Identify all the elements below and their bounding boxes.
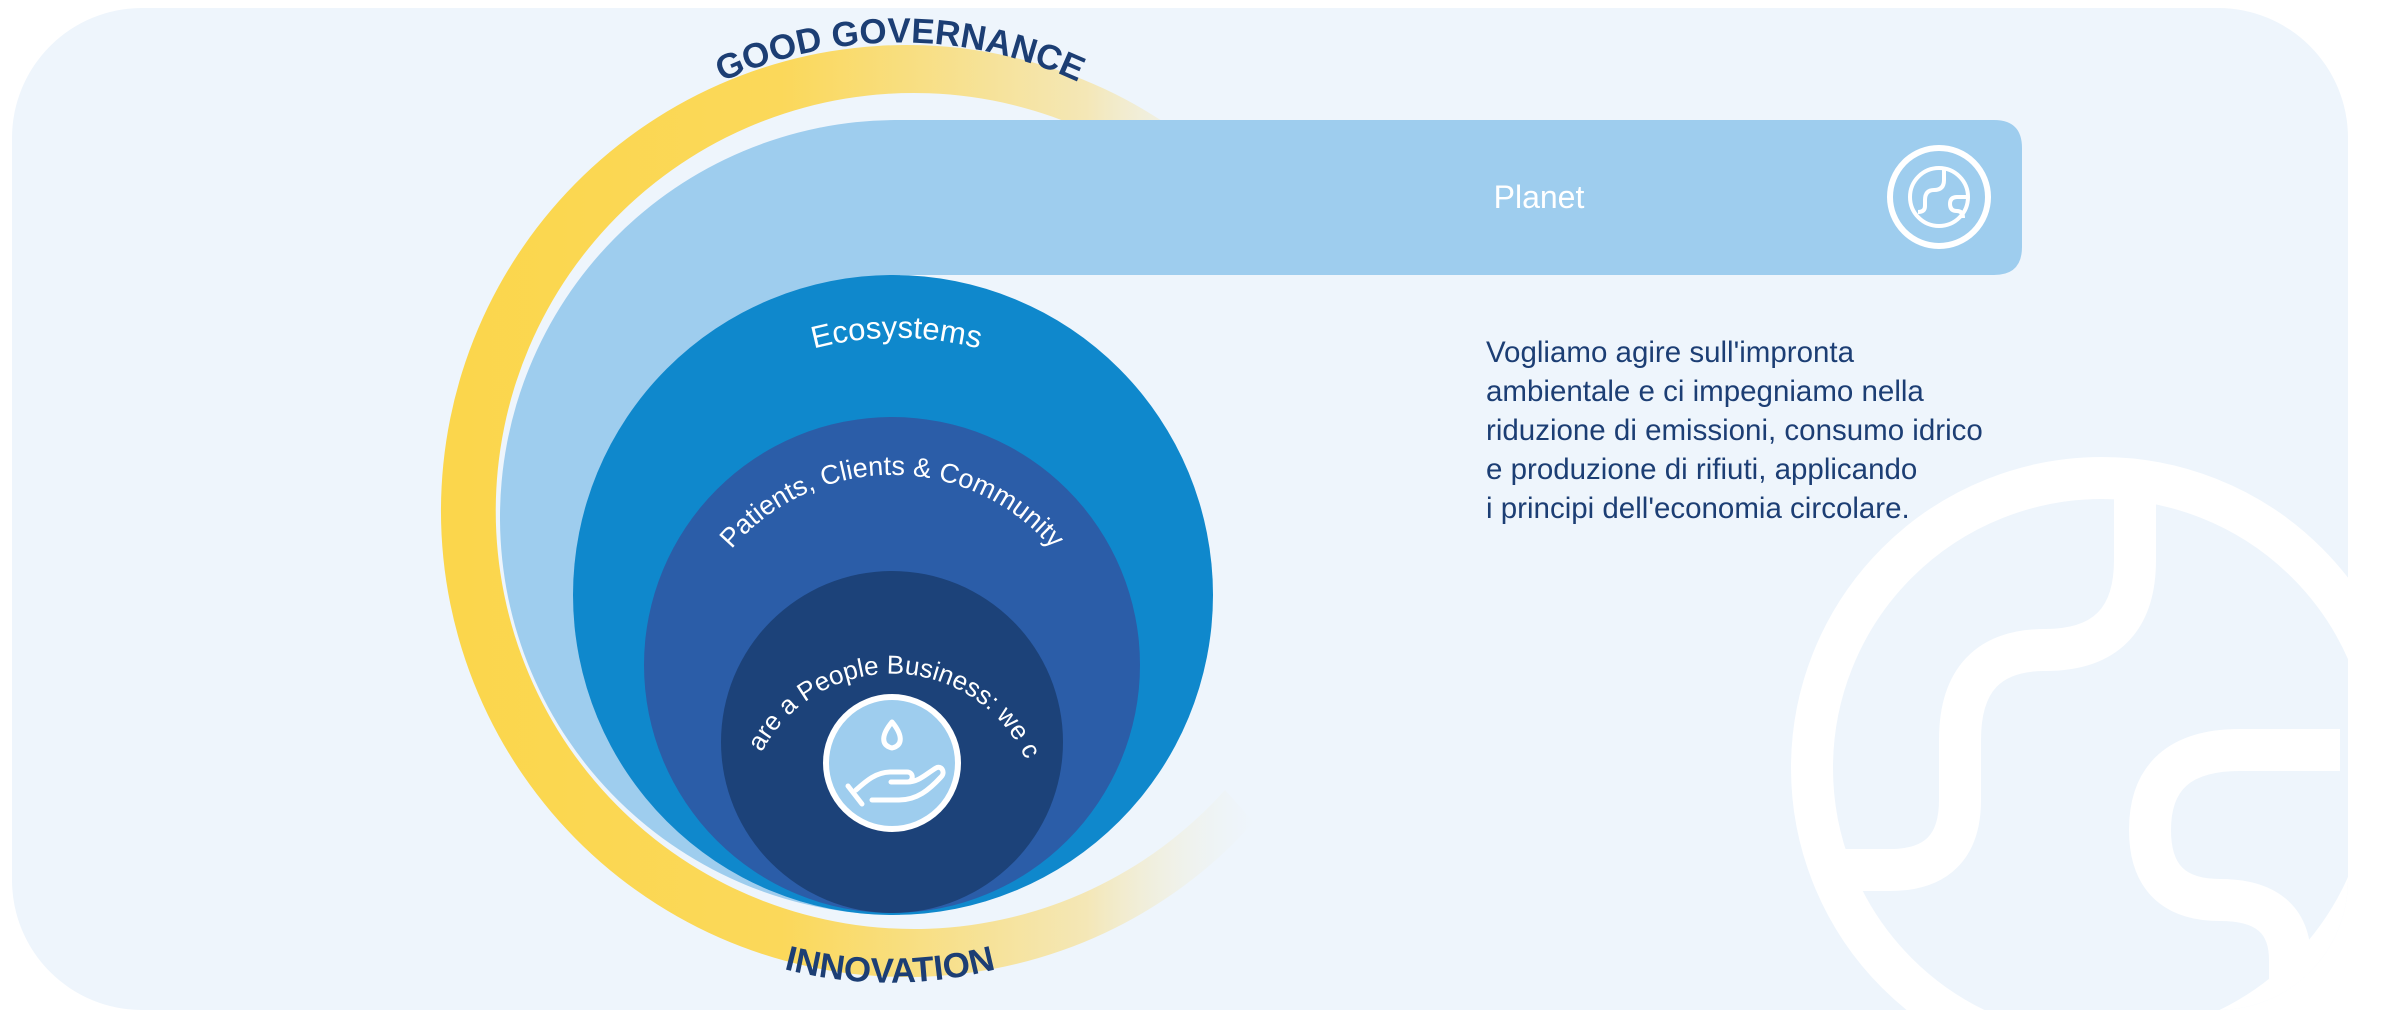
- description-line: i principi dell'economia circolare.: [1486, 492, 1910, 525]
- description-line: Vogliamo agire sull'impronta: [1486, 336, 1855, 369]
- globe-watermark-icon: [1791, 457, 2348, 1010]
- planet-label: Planet: [1494, 179, 1585, 215]
- description-line: ambientale e ci impegniamo nella: [1486, 375, 1924, 408]
- globe-icon: [1887, 145, 1991, 249]
- hand-care-icon: [823, 694, 961, 832]
- planet-description: Vogliamo agire sull'impronta ambientale …: [1486, 333, 2046, 528]
- description-line: riduzione di emissioni, consumo idrico: [1486, 414, 1983, 447]
- description-line: e produzione di rifiuti, applicando: [1486, 453, 1918, 486]
